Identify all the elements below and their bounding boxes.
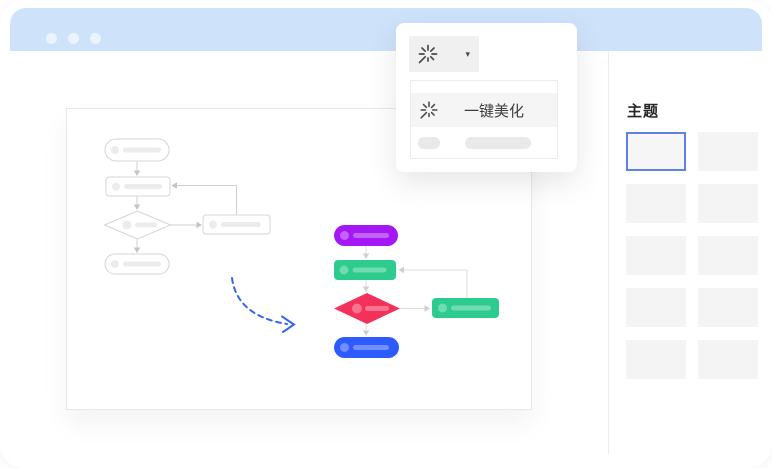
- spark-icon: [420, 101, 438, 119]
- menu-item-placeholder[interactable]: [411, 136, 557, 150]
- theme-thumbnail[interactable]: [626, 236, 686, 275]
- caret-down-icon: ▾: [465, 48, 470, 59]
- arrowheads-gray: [133, 170, 202, 253]
- beautify-dropdown-panel: ▾ 一键美化: [396, 23, 577, 172]
- theme-panel: 主题: [609, 51, 772, 468]
- menu-item-label: 一键美化: [464, 102, 525, 120]
- theme-thumbnail[interactable]: [698, 236, 758, 275]
- theme-thumbnail[interactable]: [626, 340, 686, 379]
- window-dot-icon[interactable]: [68, 33, 79, 44]
- beautify-menu: 一键美化: [410, 80, 558, 159]
- connectors-gray: [136, 161, 237, 248]
- arrowheads-colored: [362, 253, 430, 336]
- node-decision-red[interactable]: [334, 293, 400, 324]
- window-dot-icon[interactable]: [46, 33, 57, 44]
- node-side-green[interactable]: [432, 298, 499, 318]
- theme-thumbnail-selected[interactable]: [626, 132, 686, 171]
- theme-thumbnail[interactable]: [698, 132, 758, 171]
- flowchart-before: [103, 138, 271, 275]
- beautify-tool-button[interactable]: ▾: [409, 36, 479, 72]
- window-titlebar: [10, 8, 762, 51]
- spark-icon: [418, 44, 438, 64]
- node-end-blue[interactable]: [334, 337, 399, 358]
- flowchart-after: [334, 225, 499, 358]
- placeholder-pill: [465, 137, 531, 149]
- panel-divider: [608, 51, 609, 454]
- placeholder-pill: [418, 137, 440, 149]
- theme-thumbnail[interactable]: [698, 288, 758, 327]
- window-controls: [46, 33, 101, 44]
- theme-thumbnail[interactable]: [698, 340, 758, 379]
- theme-thumbnail[interactable]: [626, 288, 686, 327]
- theme-thumbnail[interactable]: [626, 184, 686, 223]
- theme-thumbnail[interactable]: [698, 184, 758, 223]
- menu-item-beautify[interactable]: 一键美化: [411, 93, 557, 127]
- node-placeholders-colored: [339, 231, 491, 352]
- node-process-green[interactable]: [334, 260, 396, 280]
- node-start-purple[interactable]: [334, 225, 398, 246]
- connectors-colored: [365, 246, 468, 331]
- theme-grid: [626, 132, 758, 379]
- window-dot-icon[interactable]: [90, 33, 101, 44]
- theme-panel-title: 主题: [627, 103, 660, 120]
- node-placeholders-gray: [111, 146, 261, 268]
- beautify-arrow-icon: [231, 277, 296, 333]
